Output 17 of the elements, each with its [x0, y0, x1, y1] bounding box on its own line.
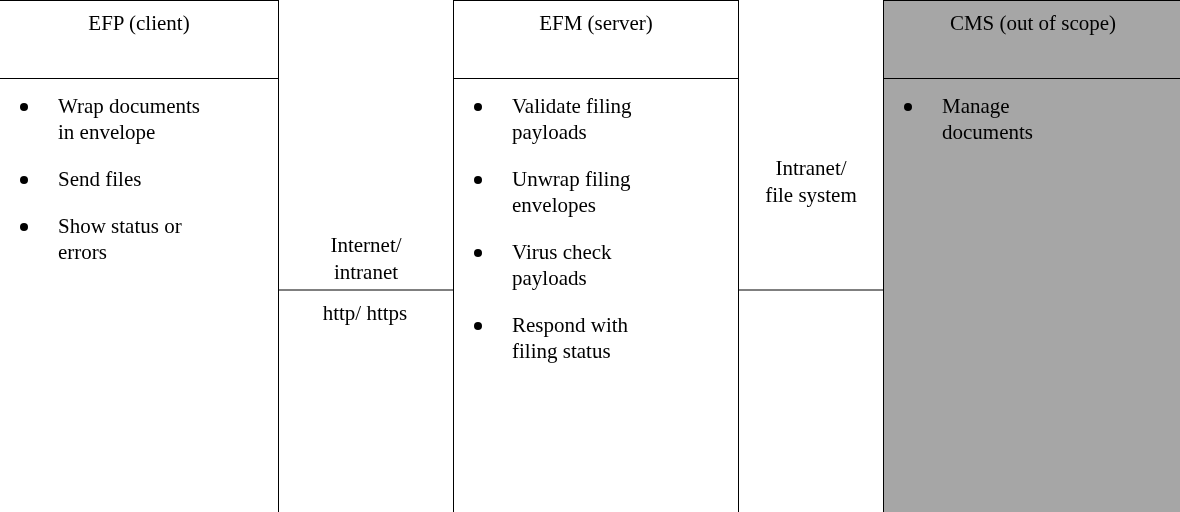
bullet-text: Unwrap filing envelopes: [512, 166, 632, 218]
connector-line: [738, 289, 884, 291]
bullet-text: Virus check payloads: [512, 239, 613, 291]
protocol-label: http/ https: [321, 300, 409, 327]
column-box: [883, 0, 1180, 512]
bullet-text: Validate filing payloads: [512, 93, 633, 145]
column-box: [453, 0, 739, 512]
column-heading: EFM (server): [454, 1, 738, 79]
column-heading: EFP (client): [0, 1, 278, 79]
bullet-text: Respond with filing status: [512, 312, 630, 364]
bullet-text: Manage documents: [942, 93, 1034, 145]
bullet-text: Send files: [58, 166, 142, 192]
column-heading: CMS (out of scope): [884, 1, 1180, 79]
column-box: [0, 0, 279, 512]
bullet-text: Wrap documents in envelope: [58, 93, 202, 145]
connector-line: [278, 289, 454, 291]
bullet-text: Show status or errors: [58, 213, 183, 265]
